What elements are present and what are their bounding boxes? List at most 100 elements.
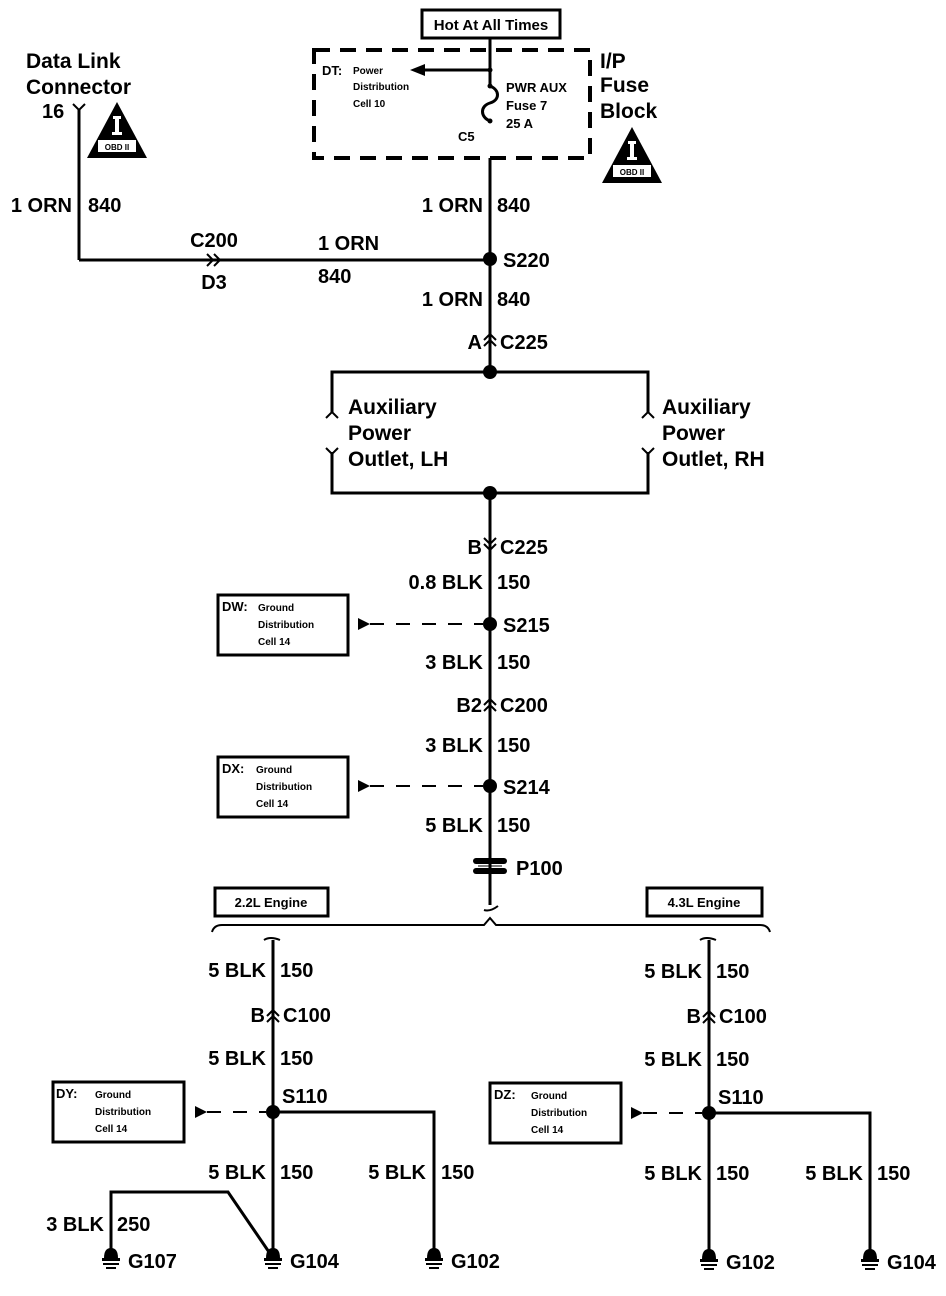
svg-text:5 BLK: 5 BLK xyxy=(208,1162,266,1184)
splice-s220-dot xyxy=(483,252,497,266)
seg1-circuit: 150 xyxy=(497,572,530,594)
ref-dt-line-2: Distribution xyxy=(353,82,409,93)
engine-22-label: 2.2L Engine xyxy=(213,886,330,918)
dlc-wire-color: 1 ORN xyxy=(11,195,72,217)
ground-g107: G107 xyxy=(128,1251,177,1273)
seg2-color: 3 BLK xyxy=(425,652,483,674)
svg-text:5 BLK: 5 BLK xyxy=(805,1163,863,1185)
fuse-block-title-3: Block xyxy=(600,100,658,123)
arrow-right-icon xyxy=(631,1107,643,1119)
svg-text:Ground: Ground xyxy=(95,1090,131,1101)
engine-22-branch: 5 BLK 150 B C100 5 BLK 150 S110 DY: Grou… xyxy=(46,937,500,1273)
svg-text:Ground: Ground xyxy=(258,603,294,614)
ground-icon xyxy=(860,1248,880,1270)
svg-text:Ground: Ground xyxy=(256,765,292,776)
seg2-circuit: 150 xyxy=(497,652,530,674)
pass-through-grommet-icon xyxy=(473,858,507,874)
obd-ii-icon: OBD II xyxy=(602,127,662,183)
ground-icon xyxy=(101,1247,121,1269)
svg-text:150: 150 xyxy=(716,1163,749,1185)
ground-g102: G102 xyxy=(451,1251,500,1273)
svg-text:5 BLK: 5 BLK xyxy=(208,960,266,982)
obd-ii-icon: OBD II xyxy=(87,102,147,158)
c225-a-label: C225 xyxy=(500,332,548,354)
svg-text:150: 150 xyxy=(877,1163,910,1185)
svg-text:Ground: Ground xyxy=(531,1091,567,1102)
dlc-title-1: Data Link xyxy=(26,50,121,73)
svg-text:DY:: DY: xyxy=(56,1086,77,1101)
fuse-block-title-1: I/P xyxy=(600,50,626,73)
c200-pin: D3 xyxy=(201,272,227,294)
seg1-color: 0.8 BLK xyxy=(409,572,484,594)
pass-through-p100: P100 xyxy=(516,858,563,880)
arrow-left-icon xyxy=(410,64,425,76)
svg-text:Cell 14: Cell 14 xyxy=(95,1124,128,1135)
c200-label: C200 xyxy=(190,230,238,252)
svg-text:150: 150 xyxy=(716,1049,749,1071)
outlet-rh-line-3: Outlet, RH xyxy=(662,448,765,471)
svg-text:B: B xyxy=(251,1005,265,1027)
horiz-wire-circuit: 840 xyxy=(318,266,351,288)
seg3-circuit: 150 xyxy=(497,735,530,757)
svg-text:150: 150 xyxy=(280,1048,313,1070)
connector-up-icon xyxy=(266,1008,280,1023)
engine-option-bracket: 2.2L Engine 4.3L Engine xyxy=(211,886,771,933)
power-source-text: Hot At All Times xyxy=(434,17,548,34)
ground-g104: G104 xyxy=(290,1251,340,1273)
svg-text:Cell 14: Cell 14 xyxy=(258,637,291,648)
svg-text:5 BLK: 5 BLK xyxy=(644,961,702,983)
svg-text:150: 150 xyxy=(280,1162,313,1184)
arrow-right-icon xyxy=(358,618,370,630)
splice-s215: S215 xyxy=(503,615,550,637)
svg-text:250: 250 xyxy=(117,1214,150,1236)
svg-text:C100: C100 xyxy=(283,1005,331,1027)
fuse-block: I/P Fuse Block OBD II DT: Power Distribu… xyxy=(312,38,662,183)
svg-text:Cell 14: Cell 14 xyxy=(256,799,289,810)
ref-dy-box[interactable]: DY: Ground Distribution Cell 14 xyxy=(51,1080,186,1144)
svg-text:OBD II: OBD II xyxy=(105,143,129,152)
svg-text:Distribution: Distribution xyxy=(258,620,314,631)
svg-text:5 BLK: 5 BLK xyxy=(208,1048,266,1070)
lower-wire-color: 1 ORN xyxy=(422,289,483,311)
engine-43-branch: 5 BLK 150 B C100 5 BLK 150 S110 DZ: Grou… xyxy=(488,937,937,1274)
svg-text:DW:: DW: xyxy=(222,599,248,614)
upper-wire-circuit: 840 xyxy=(497,195,530,217)
splice-s220: S220 xyxy=(503,250,550,272)
seg3-color: 3 BLK xyxy=(425,735,483,757)
svg-text:DX:: DX: xyxy=(222,761,244,776)
splice-s214: S214 xyxy=(503,777,551,799)
power-source-label: Hot At All Times xyxy=(420,8,562,40)
dlc-circuit: 840 xyxy=(88,195,121,217)
svg-text:150: 150 xyxy=(280,960,313,982)
svg-text:B: B xyxy=(687,1006,701,1028)
upper-wire-color: 1 ORN xyxy=(422,195,483,217)
connector-up-icon xyxy=(483,332,497,347)
ref-dz-box[interactable]: DZ: Ground Distribution Cell 14 xyxy=(488,1081,623,1145)
svg-text:3 BLK: 3 BLK xyxy=(46,1214,104,1236)
fuse-icon xyxy=(481,84,499,123)
ref-dt-code: DT: xyxy=(322,63,342,78)
splice-s110-22: S110 xyxy=(282,1086,328,1108)
arrow-right-icon xyxy=(358,780,370,792)
svg-text:150: 150 xyxy=(441,1162,474,1184)
engine-43-label: 4.3L Engine xyxy=(645,886,764,918)
svg-text:Distribution: Distribution xyxy=(95,1107,151,1118)
connector-down-icon xyxy=(483,537,497,552)
ref-dx-box[interactable]: DX: Ground Distribution Cell 14 xyxy=(216,755,350,819)
outlet-lh-terminal-icon xyxy=(325,410,339,419)
splice-s110-43: S110 xyxy=(718,1087,764,1109)
svg-text:DZ:: DZ: xyxy=(494,1087,516,1102)
outlet-lh-line-3: Outlet, LH xyxy=(348,448,448,471)
svg-text:Distribution: Distribution xyxy=(256,782,312,793)
outlet-rh-line-1: Auxiliary xyxy=(662,396,751,419)
c200-b2-label: C200 xyxy=(500,695,548,717)
svg-text:5 BLK: 5 BLK xyxy=(368,1162,426,1184)
dlc-title-2: Connector xyxy=(26,76,131,99)
ground-icon xyxy=(699,1248,719,1270)
ref-dw-box[interactable]: DW: Ground Distribution Cell 14 xyxy=(216,593,350,657)
c200-b2-pin: B2 xyxy=(456,695,482,717)
fuse-rating: 25 A xyxy=(506,116,534,131)
svg-text:4.3L Engine: 4.3L Engine xyxy=(668,895,741,910)
arrow-right-icon xyxy=(195,1106,207,1118)
